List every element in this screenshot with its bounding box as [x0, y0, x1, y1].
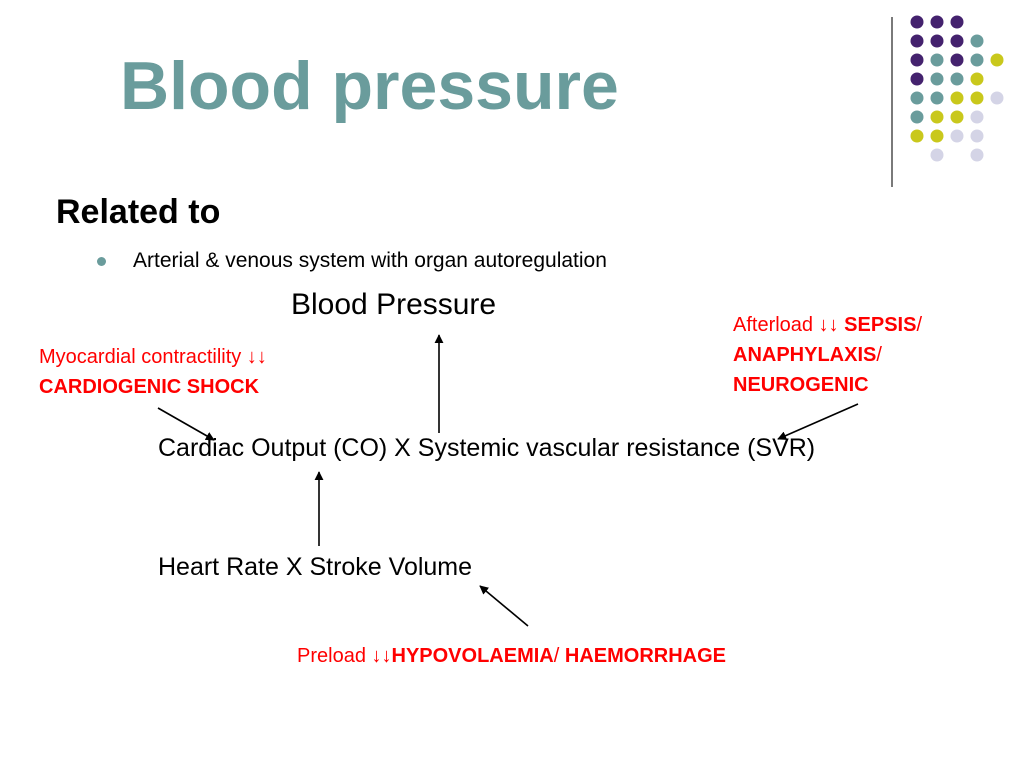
- decorative-dot: [910, 110, 924, 124]
- decorative-dot: [950, 15, 964, 29]
- anaphylaxis-label: ANAPHYLAXIS: [733, 344, 877, 366]
- decorative-dot: [950, 34, 964, 48]
- decorative-dot: [910, 72, 924, 86]
- decorative-dot: [950, 110, 964, 124]
- co-svr-node: Cardiac Output (CO) X Systemic vascular …: [158, 434, 816, 462]
- afterload-annotation: Afterload ↓↓ SEPSIS/ ANAPHYLAXIS/ NEUROG…: [733, 310, 922, 400]
- arrow-preload-to-sv: [479, 585, 529, 627]
- neurogenic-label: NEUROGENIC: [733, 374, 869, 396]
- afterload-label: Afterload: [733, 314, 819, 336]
- decorative-dot: [930, 91, 944, 105]
- decorative-dot: [930, 148, 944, 162]
- preload-label: Preload: [297, 645, 372, 667]
- decorative-dot: [910, 53, 924, 67]
- decorative-dot: [970, 148, 984, 162]
- decorative-dot: [970, 72, 984, 86]
- hr-sv-node: Heart Rate X Stroke Volume: [158, 553, 473, 581]
- decorative-dot: [950, 91, 964, 105]
- decorative-dot: [910, 129, 924, 143]
- decorative-dot: [970, 91, 984, 105]
- section-heading: Related to: [56, 193, 221, 231]
- myocardial-label: Myocardial contractility: [39, 346, 247, 368]
- decorative-dot: [970, 129, 984, 143]
- preload-annotation: Preload ↓↓HYPOVOLAEMIA/ HAEMORRHAGE: [297, 641, 726, 671]
- decorative-dot: [950, 72, 964, 86]
- decorative-dot: [910, 34, 924, 48]
- down-arrows-icon: ↓↓: [371, 645, 392, 667]
- decorative-dot: [930, 53, 944, 67]
- decorative-dot: [930, 15, 944, 29]
- decorative-dot: [930, 110, 944, 124]
- hypovolaemia-label: HYPOVOLAEMIA: [391, 645, 554, 667]
- decorative-divider: [891, 17, 893, 187]
- decorative-dot: [910, 91, 924, 105]
- cardiogenic-shock-label: CARDIOGENIC SHOCK: [39, 376, 260, 398]
- arrow-myocardial-to-co: [157, 407, 215, 441]
- haemorrhage-label: HAEMORRHAGE: [564, 645, 726, 667]
- sepsis-label: SEPSIS: [844, 314, 917, 336]
- decorative-dot: [930, 129, 944, 143]
- separator: /: [916, 314, 922, 336]
- decorative-dot: [910, 15, 924, 29]
- blood-pressure-node: Blood Pressure: [291, 288, 497, 321]
- down-arrows-icon: ↓↓: [246, 346, 267, 368]
- decorative-dot: [930, 72, 944, 86]
- decorative-dot: [950, 129, 964, 143]
- down-arrows-icon: ↓↓: [818, 314, 839, 336]
- decorative-dot: [990, 53, 1004, 67]
- bullet-dot-icon: [97, 257, 106, 266]
- decorative-dot: [970, 34, 984, 48]
- slide-title: Blood pressure: [120, 48, 619, 124]
- bullet-text: Arterial & venous system with organ auto…: [133, 249, 607, 272]
- decorative-dot-grid: [910, 15, 1004, 162]
- arrow-afterload-to-svr: [777, 403, 859, 440]
- decorative-dot: [970, 110, 984, 124]
- decorative-dot: [930, 34, 944, 48]
- separator: /: [553, 645, 565, 667]
- decorative-dot: [990, 91, 1004, 105]
- decorative-dot: [950, 53, 964, 67]
- myocardial-annotation: Myocardial contractility ↓↓ CARDIOGENIC …: [39, 342, 267, 402]
- separator: /: [876, 344, 882, 366]
- decorative-dot: [970, 53, 984, 67]
